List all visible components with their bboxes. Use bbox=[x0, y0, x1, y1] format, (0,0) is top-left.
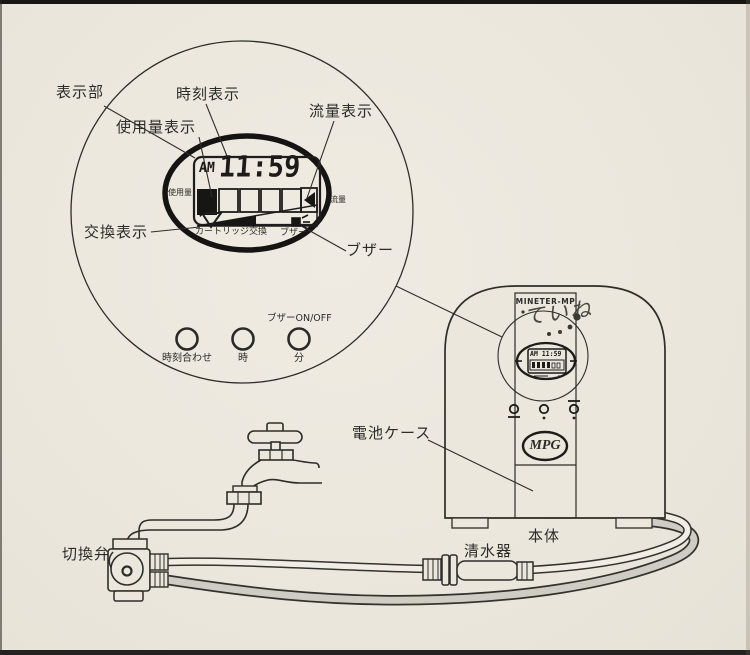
faucet-collar bbox=[258, 449, 294, 461]
leader-usage-display bbox=[198, 136, 213, 198]
handwritten-dots bbox=[521, 310, 581, 336]
setting-buttons bbox=[175, 327, 311, 351]
label-time-set: 時刻合わせ bbox=[162, 353, 212, 364]
faucet bbox=[126, 422, 322, 543]
magnifier-view bbox=[70, 40, 503, 384]
label-buzzer-onoff: ブザーON/OFF bbox=[267, 313, 332, 324]
valve-hose-connector-bottom bbox=[149, 571, 169, 588]
label-time-display: 時刻表示 bbox=[176, 85, 241, 103]
minute-button bbox=[287, 327, 311, 351]
faucet-supply-top bbox=[292, 459, 320, 469]
magnifier-link-line bbox=[395, 285, 503, 338]
leader-lines bbox=[103, 103, 347, 252]
valve-hose-connector-top bbox=[149, 553, 169, 571]
water-filter bbox=[422, 554, 534, 586]
lcd-buzzer-label: ブザー bbox=[280, 228, 308, 238]
flow-pointer bbox=[304, 192, 315, 208]
hour-button bbox=[231, 327, 255, 351]
label-buzzer-callout: ブザー bbox=[346, 241, 395, 259]
device-callout-circle bbox=[497, 310, 589, 402]
label-main-body: 本体 bbox=[528, 527, 561, 545]
lcd-bezel bbox=[162, 133, 332, 253]
faucet-supply-bottom bbox=[248, 478, 322, 490]
lcd-time: 11:59 bbox=[217, 150, 302, 185]
label-usage-display: 使用量表示 bbox=[116, 118, 197, 136]
buzzer-icon bbox=[291, 214, 310, 230]
mpg-logo-ellipse bbox=[521, 430, 569, 462]
lcd-usage-label: 使用量 bbox=[168, 188, 192, 197]
spout-pipe-outer bbox=[126, 503, 249, 543]
scan-edge-top bbox=[0, 0, 750, 4]
flow-cell bbox=[300, 187, 318, 213]
label-flow-display: 流量表示 bbox=[309, 102, 374, 120]
device-button-3 bbox=[568, 403, 580, 415]
lcd-cartridge-label: カートリッジ交換 bbox=[195, 227, 268, 237]
leader-replace-display bbox=[150, 226, 201, 233]
spout-pipe-inner bbox=[138, 503, 235, 541]
switch-valve bbox=[107, 538, 169, 602]
lcd-flow-label: 流量 bbox=[330, 195, 346, 204]
filter-flange bbox=[441, 554, 450, 586]
leader-battery-case bbox=[427, 439, 534, 492]
mini-lcd-time: AM 11:59 bbox=[529, 349, 562, 359]
label-battery-case: 電池ケース bbox=[352, 424, 432, 442]
usage-bargraph bbox=[197, 187, 318, 215]
valve-knob-hole bbox=[121, 565, 133, 577]
label-replace-display: 交換表示 bbox=[84, 223, 149, 241]
label-switch-valve: 切換弁 bbox=[62, 545, 111, 563]
leader-buzzer bbox=[302, 226, 347, 252]
filter-right-connector bbox=[516, 561, 534, 581]
magnifier-circle bbox=[70, 40, 414, 384]
mini-lcd-bargraph bbox=[529, 359, 565, 371]
time-set-button bbox=[175, 327, 199, 351]
label-hour: 時 bbox=[238, 353, 248, 364]
device-foot-right bbox=[615, 517, 653, 529]
device-brand: MINETER-MP bbox=[515, 297, 576, 306]
valve-top-fitting bbox=[112, 538, 148, 550]
label-minute: 分 bbox=[294, 353, 304, 364]
leader-display-section bbox=[103, 105, 196, 159]
device-foot-left bbox=[451, 517, 489, 529]
mini-lcd bbox=[527, 348, 567, 374]
scan-edge-left bbox=[0, 0, 2, 655]
lcd-screen bbox=[192, 155, 322, 227]
flow-wedge bbox=[196, 204, 318, 227]
device-button-2 bbox=[538, 403, 550, 415]
device-body bbox=[444, 285, 666, 529]
faucet-spout-nut bbox=[226, 491, 262, 505]
cartridge-replace-icon bbox=[198, 209, 223, 229]
leader-time-display bbox=[205, 103, 230, 162]
label-purifier: 清水器 bbox=[464, 542, 513, 560]
scan-edge-right bbox=[746, 0, 750, 655]
scan-edge-bottom bbox=[0, 650, 750, 655]
lcd-am: AM bbox=[198, 160, 216, 177]
device-buttons bbox=[508, 400, 580, 418]
leader-flow-display bbox=[306, 120, 335, 199]
label-display-section: 表示部 bbox=[56, 83, 105, 101]
valve-bottom-cap bbox=[113, 590, 144, 602]
mpg-logo-text: MPG bbox=[529, 438, 561, 453]
device-button-1 bbox=[508, 403, 520, 415]
filter-body bbox=[456, 560, 519, 581]
